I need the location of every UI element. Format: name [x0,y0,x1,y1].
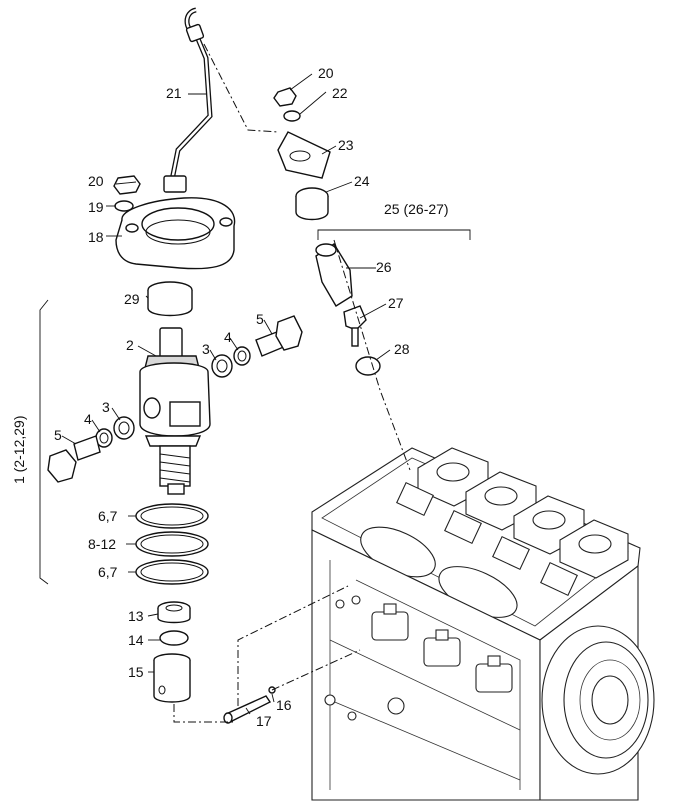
banjo-bolt-5-right [255,315,303,357]
guide-pin-17 [223,695,272,724]
callout-3-left: 3 [102,399,110,415]
banjo-bolt-5-left [47,435,101,483]
callout-4-left: 4 [84,411,92,427]
callout-24: 24 [354,173,370,189]
callout-8-12: 8-12 [88,536,116,552]
callout-26: 26 [376,259,392,275]
leader-lines [61,73,391,715]
cap-13 [157,601,191,624]
callout-3-right: 3 [202,341,210,357]
washer-4-right [233,346,251,366]
callout-16: 16 [276,697,292,713]
callout-23: 23 [338,137,354,153]
shim-ring-6-7-top [135,503,209,529]
callout-29: 29 [124,291,140,307]
callout-14: 14 [128,632,144,648]
callout-21: 21 [166,85,182,101]
callout-20-right: 20 [318,65,334,81]
crankshaft-pulley [541,625,655,775]
injection-pipe [163,7,213,193]
pump-flange [115,197,236,270]
callout-17: 17 [256,713,272,729]
nut-20-left [113,175,141,195]
callout-2: 2 [126,337,134,353]
callout-6-7-bottom: 6,7 [98,564,118,580]
washer-3-left [113,416,135,440]
callout-25: 25 (26-27) [384,201,449,217]
shim-ring-8-12 [135,531,209,557]
injection-pump-2 [139,327,211,495]
sleeve-29 [147,281,193,317]
o-ring-14 [159,630,189,646]
group-bracket-1 [39,299,49,585]
injector-26 [315,243,353,307]
callout-28: 28 [394,341,410,357]
callout-18: 18 [88,229,104,245]
callout-6-7-top: 6,7 [98,508,118,524]
callout-4-right: 4 [224,329,232,345]
pump-socket-1 [371,603,409,641]
seal-ring-28 [355,356,381,376]
valve-cover-4 [559,519,629,579]
callout-13: 13 [128,608,144,624]
callout-22: 22 [332,85,348,101]
pump-socket-3 [475,655,513,693]
clamp-plate-23 [277,131,331,179]
callout-15: 15 [128,664,144,680]
nozzle-27 [343,305,367,347]
callout-5-right: 5 [256,311,264,327]
shim-ring-6-7-bottom [135,559,209,585]
callout-20-left: 20 [88,173,104,189]
washer-3-right [211,354,233,378]
callout-1: 1 (2-12,29) [11,416,27,484]
nut-20-right [273,87,297,107]
pump-socket-2 [423,629,461,667]
callout-27: 27 [388,295,404,311]
engine-block [311,447,655,801]
cap-24 [295,187,329,221]
washer-19 [114,200,134,212]
tappet-15 [153,653,191,703]
rocker-assembly [396,481,578,597]
callout-19: 19 [88,199,104,215]
washer-22 [283,110,301,122]
callout-5-left: 5 [54,427,62,443]
